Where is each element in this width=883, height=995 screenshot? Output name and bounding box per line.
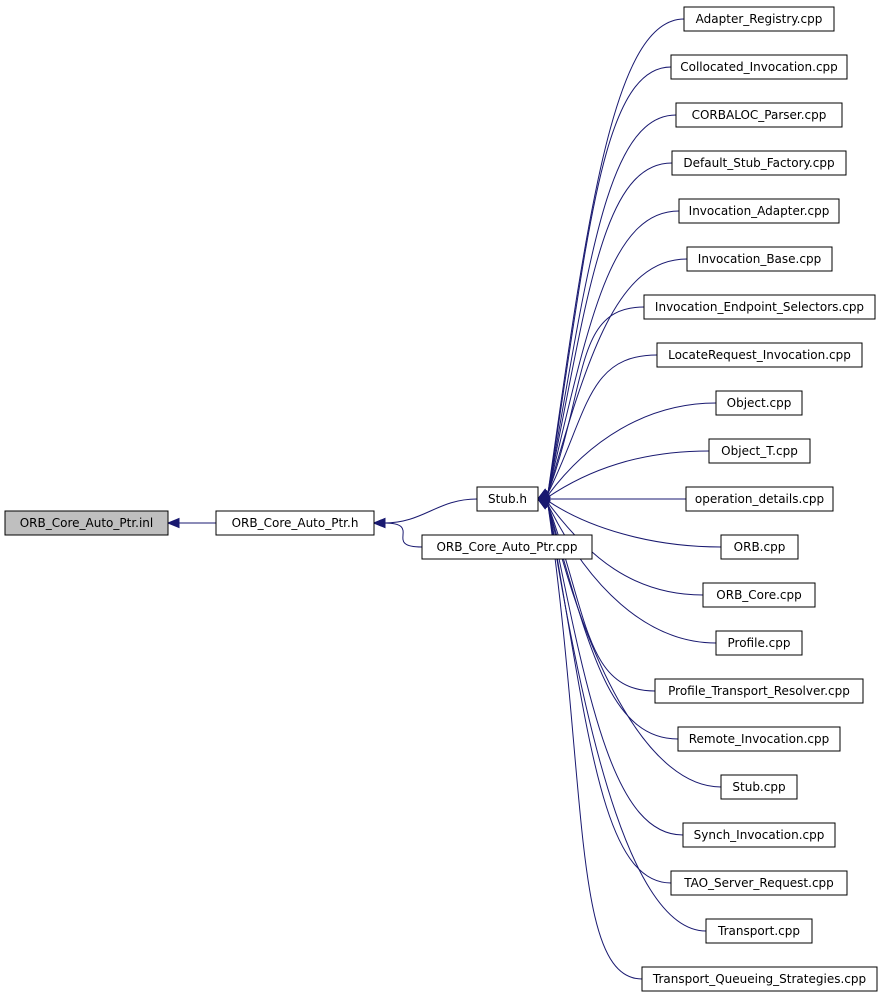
edge-orb-core-cpp-to-stub-h xyxy=(547,502,704,596)
edges-layer xyxy=(166,18,722,980)
node-transport-cpp-label: Transport.cpp xyxy=(717,924,800,938)
edge-invocation-endpoint-selectors-to-stub-h xyxy=(547,306,645,494)
arrowhead-auto-ptr-h-to-root xyxy=(166,517,180,529)
node-auto-ptr-h-label: ORB_Core_Auto_Ptr.h xyxy=(232,516,359,530)
node-invocation-adapter[interactable]: Invocation_Adapter.cpp xyxy=(678,198,840,224)
node-auto-ptr-cpp-label: ORB_Core_Auto_Ptr.cpp xyxy=(436,540,577,554)
node-stub-h-label: Stub.h xyxy=(488,492,527,506)
node-remote-invocation-label: Remote_Invocation.cpp xyxy=(689,732,829,746)
node-object-cpp[interactable]: Object.cpp xyxy=(715,390,803,416)
node-adapter-registry-label: Adapter_Registry.cpp xyxy=(696,12,823,26)
node-tao-server-request-label: TAO_Server_Request.cpp xyxy=(683,876,834,890)
node-collocated-invocation-label: Collocated_Invocation.cpp xyxy=(680,60,838,74)
node-profile-transport-resolver-label: Profile_Transport_Resolver.cpp xyxy=(668,684,850,698)
node-tao-server-request[interactable]: TAO_Server_Request.cpp xyxy=(670,870,848,896)
node-orb-core-cpp[interactable]: ORB_Core.cpp xyxy=(702,582,816,608)
node-adapter-registry[interactable]: Adapter_Registry.cpp xyxy=(683,6,835,32)
arrowhead-transport-queueing-strategies-to-stub-h xyxy=(536,498,551,510)
edge-profile-cpp-to-stub-h xyxy=(547,504,717,644)
node-invocation-base[interactable]: Invocation_Base.cpp xyxy=(686,246,833,272)
edge-adapter-registry-to-stub-h xyxy=(547,18,685,494)
edge-corbaloc-parser-to-stub-h xyxy=(547,114,677,494)
node-stub-h[interactable]: Stub.h xyxy=(476,486,539,512)
edge-orb-cpp-to-stub-h xyxy=(547,500,722,548)
node-operation-details-label: operation_details.cpp xyxy=(695,492,824,506)
node-auto-ptr-h[interactable]: ORB_Core_Auto_Ptr.h xyxy=(215,510,375,536)
node-transport-cpp[interactable]: Transport.cpp xyxy=(705,918,813,944)
edge-synch-invocation-to-stub-h xyxy=(547,504,684,836)
node-profile-transport-resolver[interactable]: Profile_Transport_Resolver.cpp xyxy=(654,678,864,704)
node-root-label: ORB_Core_Auto_Ptr.inl xyxy=(20,516,154,530)
edge-stub-cpp-to-stub-h xyxy=(547,504,722,788)
node-invocation-endpoint-selectors[interactable]: Invocation_Endpoint_Selectors.cpp xyxy=(643,294,876,320)
node-root[interactable]: ORB_Core_Auto_Ptr.inl xyxy=(4,510,169,536)
node-remote-invocation[interactable]: Remote_Invocation.cpp xyxy=(677,726,841,752)
edge-invocation-adapter-to-stub-h xyxy=(547,210,680,494)
edge-auto-ptr-cpp-to-auto-ptr-h xyxy=(383,522,423,548)
node-stub-cpp[interactable]: Stub.cpp xyxy=(720,774,798,800)
nodes-layer: ORB_Core_Auto_Ptr.inl ORB_Core_Auto_Ptr.… xyxy=(4,6,878,992)
node-default-stub-factory-label: Default_Stub_Factory.cpp xyxy=(683,156,834,170)
edge-invocation-base-to-stub-h xyxy=(547,258,688,494)
arrowhead-auto-ptr-cpp-to-auto-ptr-h xyxy=(372,517,386,529)
node-orb-cpp[interactable]: ORB.cpp xyxy=(720,534,799,560)
edge-transport-cpp-to-stub-h xyxy=(547,504,707,932)
edge-locaterequest-invocation-to-stub-h xyxy=(547,354,658,494)
node-corbaloc-parser-label: CORBALOC_Parser.cpp xyxy=(692,108,827,122)
node-locaterequest-invocation[interactable]: LocateRequest_Invocation.cpp xyxy=(656,342,863,368)
node-collocated-invocation[interactable]: Collocated_Invocation.cpp xyxy=(670,54,848,80)
node-invocation-endpoint-selectors-label: Invocation_Endpoint_Selectors.cpp xyxy=(655,300,864,314)
node-invocation-adapter-label: Invocation_Adapter.cpp xyxy=(689,204,830,218)
edge-default-stub-factory-to-stub-h xyxy=(547,162,673,494)
node-profile-cpp-label: Profile.cpp xyxy=(728,636,791,650)
node-auto-ptr-cpp[interactable]: ORB_Core_Auto_Ptr.cpp xyxy=(421,534,593,560)
node-transport-queueing-strategies-label: Transport_Queueing_Strategies.cpp xyxy=(652,972,866,986)
node-orb-cpp-label: ORB.cpp xyxy=(734,540,786,554)
node-orb-core-cpp-label: ORB_Core.cpp xyxy=(716,588,801,602)
node-synch-invocation[interactable]: Synch_Invocation.cpp xyxy=(682,822,836,848)
node-synch-invocation-label: Synch_Invocation.cpp xyxy=(694,828,825,842)
node-default-stub-factory[interactable]: Default_Stub_Factory.cpp xyxy=(671,150,847,176)
edge-stub-h-to-auto-ptr-h xyxy=(383,498,478,524)
node-stub-cpp-label: Stub.cpp xyxy=(732,780,785,794)
node-object-t-cpp[interactable]: Object_T.cpp xyxy=(708,438,811,464)
edge-object-cpp-to-stub-h xyxy=(547,402,717,496)
edge-object-t-cpp-to-stub-h xyxy=(547,450,710,498)
node-profile-cpp[interactable]: Profile.cpp xyxy=(715,630,803,656)
node-invocation-base-label: Invocation_Base.cpp xyxy=(698,252,821,266)
node-transport-queueing-strategies[interactable]: Transport_Queueing_Strategies.cpp xyxy=(641,966,878,992)
node-object-t-cpp-label: Object_T.cpp xyxy=(721,444,798,458)
edge-transport-queueing-strategies-to-stub-h xyxy=(547,504,643,980)
edge-collocated-invocation-to-stub-h xyxy=(547,66,672,494)
node-object-cpp-label: Object.cpp xyxy=(727,396,792,410)
node-locaterequest-invocation-label: LocateRequest_Invocation.cpp xyxy=(668,348,851,362)
node-operation-details[interactable]: operation_details.cpp xyxy=(685,486,834,512)
node-corbaloc-parser[interactable]: CORBALOC_Parser.cpp xyxy=(675,102,843,128)
